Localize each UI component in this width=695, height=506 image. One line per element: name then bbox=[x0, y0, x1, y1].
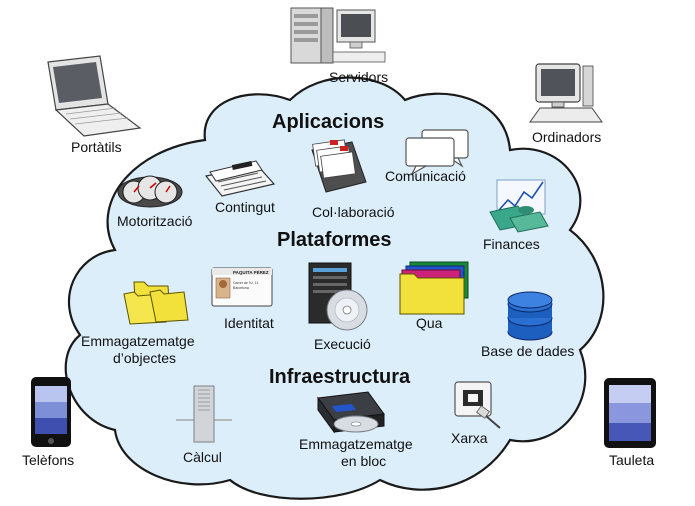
label-compute: Càlcul bbox=[183, 449, 222, 465]
label-phones: Telèfons bbox=[22, 452, 75, 468]
database-icon bbox=[507, 291, 553, 341]
label-communication: Comunicació bbox=[385, 168, 466, 184]
label-object-storage-2: d’objectes bbox=[113, 350, 177, 366]
id-card-line2: Barcelona bbox=[233, 286, 249, 290]
phone-icon bbox=[31, 377, 71, 447]
label-network: Xarxa bbox=[451, 430, 488, 446]
compute-tower-icon bbox=[176, 385, 232, 443]
desktop-computer-icon bbox=[529, 63, 603, 123]
newspaper-icon bbox=[204, 160, 276, 197]
card-file-icon bbox=[311, 139, 367, 193]
gauges-icon bbox=[117, 175, 183, 208]
speech-bubbles-icon bbox=[405, 129, 469, 176]
network-jack-icon bbox=[454, 381, 501, 429]
label-object-storage-1: Emmagatzematge bbox=[81, 333, 195, 349]
label-block-storage-1: Emmagatzematge bbox=[299, 436, 413, 452]
id-card-name: PAQUITA PÉREZ bbox=[233, 268, 269, 275]
servers-icon bbox=[290, 7, 386, 64]
runtime-server-disc-icon bbox=[308, 262, 368, 331]
label-runtime: Execució bbox=[314, 336, 371, 352]
id-card-line1: Carrer de l'U, 11 bbox=[233, 281, 258, 285]
object-storage-folders-icon bbox=[123, 281, 189, 325]
label-block-storage-2: en bloc bbox=[341, 453, 387, 469]
label-tablet: Tauleta bbox=[609, 452, 655, 468]
tablet-icon bbox=[604, 378, 656, 448]
label-servers: Servidors bbox=[329, 69, 389, 85]
heading-applications: Aplicacions bbox=[272, 111, 385, 133]
laptop-icon bbox=[47, 55, 142, 137]
queue-folders-icon bbox=[399, 261, 469, 315]
label-desktops: Ordinadors bbox=[532, 129, 602, 145]
label-finance: Finances bbox=[483, 236, 540, 252]
label-content: Contingut bbox=[215, 199, 275, 215]
id-card-icon: PAQUITA PÉREZ Carrer de l'U, 11 Barcelon… bbox=[211, 267, 273, 307]
label-collaboration: Col·laboració bbox=[312, 204, 395, 220]
label-queue: Qua bbox=[416, 315, 443, 331]
label-laptops: Portàtils bbox=[71, 139, 122, 155]
block-storage-drive-icon bbox=[317, 391, 385, 434]
label-database: Base de dades bbox=[481, 343, 575, 359]
heading-platforms: Plataformes bbox=[277, 229, 392, 251]
label-monitoring: Motorització bbox=[117, 213, 193, 229]
finance-chart-icon bbox=[489, 179, 549, 233]
heading-infrastructure: Infraestructura bbox=[269, 366, 411, 388]
label-identity: Identitat bbox=[224, 315, 274, 331]
